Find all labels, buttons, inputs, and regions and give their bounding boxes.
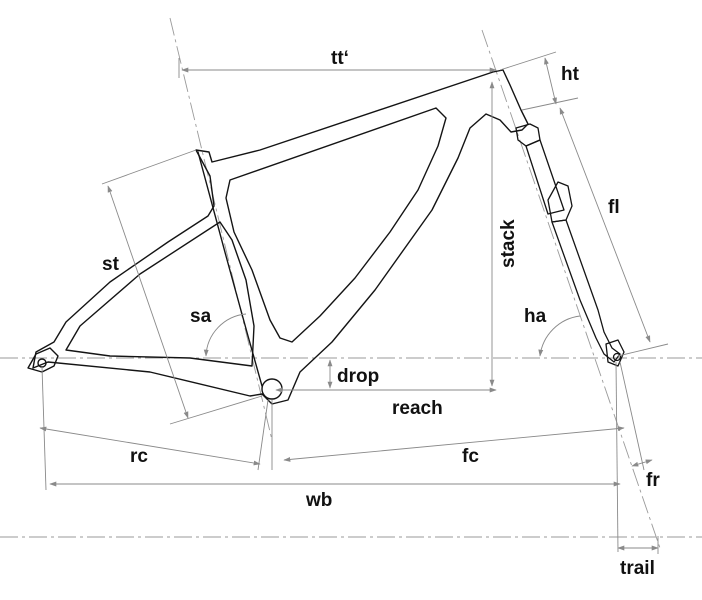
label-drop: drop	[337, 366, 379, 387]
ha-angle-arc	[538, 315, 581, 357]
ht-extension-bottom	[521, 97, 579, 111]
ht-extension-top	[499, 51, 557, 71]
fork-lower-leg	[551, 219, 621, 363]
label-top-tube: tt‘	[331, 48, 349, 69]
front-axle-drop-line	[615, 361, 619, 553]
label-head-angle: ha	[524, 306, 547, 327]
fl-extension-bottom	[617, 343, 669, 357]
rear-triangle-cutout	[65, 221, 255, 367]
st-dimension-line	[107, 185, 189, 419]
fc-dimension-line	[283, 426, 625, 462]
fork	[515, 123, 625, 367]
label-seat-tube: st	[102, 254, 120, 275]
front-axle	[612, 352, 622, 362]
front-triangle-cutout	[225, 107, 447, 343]
bottom-bracket	[261, 378, 283, 400]
fork-offset-line	[619, 361, 645, 471]
rc-dimension-line	[39, 426, 261, 466]
st-extension-top	[101, 149, 197, 185]
seat-tube-axis	[169, 17, 273, 441]
label-stack: stack	[498, 219, 519, 268]
label-head-tube: ht	[561, 64, 580, 85]
bb-drop-line-a	[257, 399, 269, 471]
bike-frame	[27, 69, 529, 405]
seat-tube-edge	[197, 151, 263, 387]
ht-dimension-line	[544, 57, 557, 105]
st-extension-bottom	[169, 395, 263, 425]
label-fork-length: fl	[608, 197, 620, 218]
fr-dimension-line	[631, 459, 653, 467]
dimension-labels: tt‘ ht st stack fl sa ha drop reach rc f…	[102, 48, 660, 579]
fl-dimension-line	[559, 107, 651, 343]
dimensions	[39, 51, 669, 554]
fork-upper-leg	[525, 139, 565, 215]
label-trail: trail	[620, 558, 655, 579]
fork-brace	[547, 181, 573, 223]
label-wheelbase: wb	[305, 490, 332, 511]
fork-dropout	[605, 339, 625, 367]
label-fork-rake: fr	[646, 470, 660, 491]
frame-outer-outline	[32, 69, 529, 405]
label-front-center: fc	[462, 446, 479, 467]
sa-angle-arc	[203, 313, 247, 357]
steering-axis	[481, 29, 661, 549]
label-rear-center: rc	[130, 446, 148, 467]
fork-crown	[515, 123, 541, 147]
label-reach: reach	[392, 398, 443, 419]
label-seat-angle: sa	[190, 306, 212, 327]
